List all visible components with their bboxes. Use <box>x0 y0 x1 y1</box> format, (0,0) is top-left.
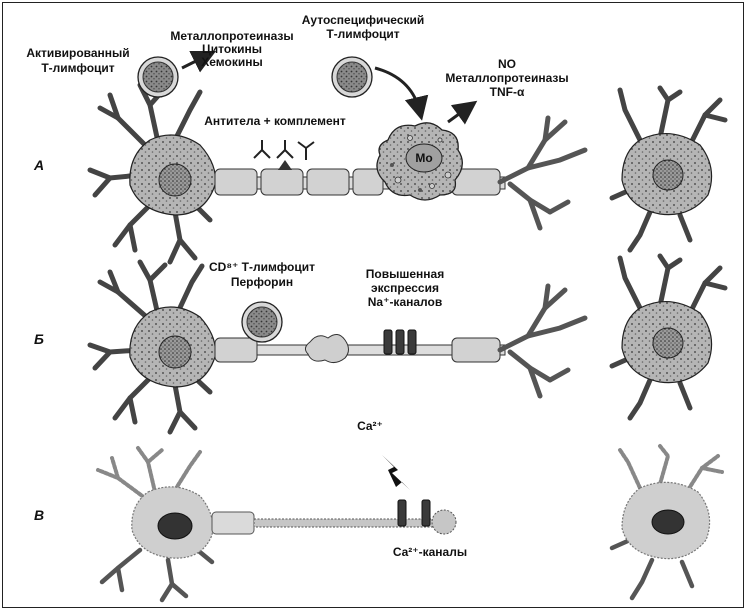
mo-label: Mo <box>415 151 432 165</box>
na-label-3: Na⁺-каналов <box>368 295 442 309</box>
lymphocyte-icon <box>241 301 283 343</box>
neuron-soma-right-b <box>609 253 728 421</box>
na-channels <box>383 329 417 355</box>
na-label-1: Повышенная <box>366 267 444 281</box>
secreted-label-3: Хемокины <box>201 55 262 69</box>
row-a-label: А <box>33 157 44 173</box>
axon-terminal-a <box>497 115 588 231</box>
row-b-label: Б <box>34 331 44 347</box>
macrophage-icon <box>376 122 463 201</box>
ca-channels <box>397 499 431 527</box>
antibodies-label: Антитела + комплемент <box>204 114 346 128</box>
myelin-fragment <box>304 334 349 364</box>
neuron-soma-left-a <box>87 82 217 265</box>
arrow-icon <box>447 100 478 125</box>
row-c: В Ca² <box>34 419 724 603</box>
axon-terminal-b <box>497 283 588 399</box>
mo-products-3: TNF-α <box>490 85 525 99</box>
lymphocyte-icon <box>137 56 179 98</box>
cd8-label-1: CD⁸⁺ Т-лимфоцит <box>209 260 315 274</box>
cd8-label-2: Перфорин <box>231 275 293 289</box>
neuron-soma-left-b <box>87 259 217 435</box>
neuron-soma-left-c <box>96 446 215 603</box>
secreted-label-1: Металлопротеиназы <box>170 29 293 43</box>
row-b: Б <box>34 253 728 435</box>
complement-icon <box>278 160 292 170</box>
axon-b <box>214 334 506 364</box>
autospecific-label-1: Аутоспецифический <box>302 13 425 27</box>
mo-products-2: Металлопротеиназы <box>445 71 568 85</box>
activated-t-label-2: Т-лимфоцит <box>41 61 114 75</box>
arrow-icon <box>181 50 217 73</box>
ca-ion-label: Ca²⁺ <box>357 419 383 433</box>
axon-a <box>214 168 506 196</box>
autospecific-label-2: Т-лимфоцит <box>326 27 399 41</box>
activated-t-label-1: Активированный <box>26 46 129 60</box>
lightning-icon <box>382 455 410 490</box>
secreted-label-2: Цитокины <box>202 42 262 56</box>
row-a: А <box>26 13 728 265</box>
row-c-label: В <box>34 507 44 523</box>
mo-products-1: NO <box>498 57 516 71</box>
ca-channels-label: Ca²⁺-каналы <box>393 545 467 559</box>
neuron-soma-right-c <box>609 444 724 601</box>
neuron-soma-right-a <box>609 85 728 253</box>
axon-c <box>211 509 457 535</box>
na-label-2: экспрессия <box>371 281 439 295</box>
arrow-icon <box>374 66 429 121</box>
lymphocyte-icon <box>331 56 373 98</box>
antibody-icon <box>253 140 315 160</box>
